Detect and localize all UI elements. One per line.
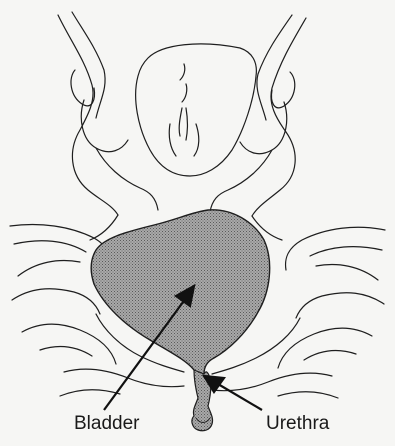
pelvic-brim-left xyxy=(96,148,158,210)
left-iliac-outline xyxy=(58,15,118,215)
pelvic-brim-right xyxy=(210,150,272,212)
urethra-label: Urethra xyxy=(266,414,329,433)
left-ear-lobe xyxy=(71,70,95,106)
bladder-shape xyxy=(91,210,269,374)
bladder-label: Bladder xyxy=(74,414,140,433)
urethra-arrow xyxy=(218,384,262,410)
left-iliac-inner xyxy=(72,12,105,118)
right-iliac-outline xyxy=(252,18,306,216)
sacral-ridge xyxy=(179,108,187,140)
sacrum-outline xyxy=(136,44,257,176)
